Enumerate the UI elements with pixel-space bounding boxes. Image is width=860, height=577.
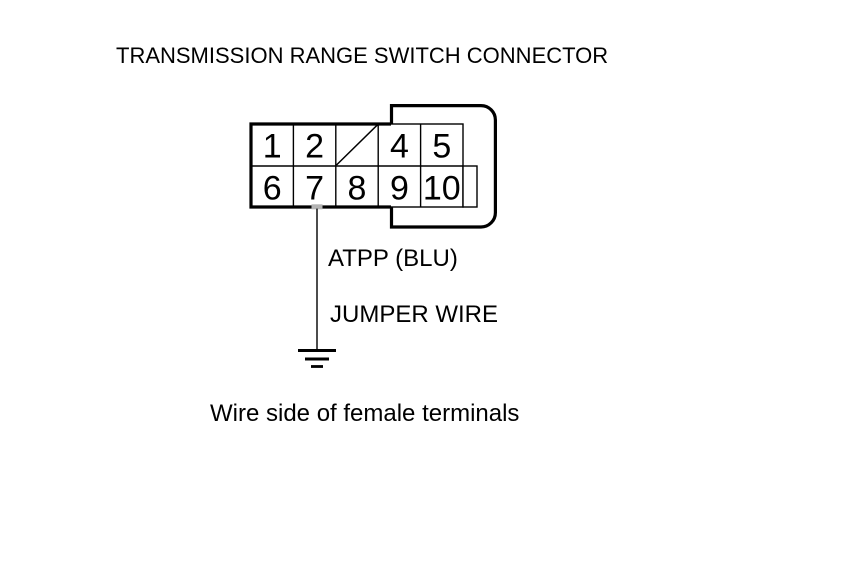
pin-8-label: 8 (348, 170, 367, 208)
ground-icon (298, 349, 336, 368)
pin-2-label: 2 (305, 128, 324, 166)
empty-cavity-slash-icon (335, 124, 379, 166)
pin-1-label: 1 (263, 128, 282, 166)
wire-signal-label: ATPP (BLU) (328, 245, 458, 272)
pin-6-label: 6 (263, 170, 282, 208)
caption-text: Wire side of female terminals (210, 400, 519, 427)
pin-4-label: 4 (390, 128, 409, 166)
jumper-wire-label: JUMPER WIRE (330, 301, 498, 328)
pin-7-label: 7 (305, 170, 324, 208)
pin-5-label: 5 (432, 128, 451, 166)
pin-10-label: 10 (423, 170, 461, 208)
pin-grid-end-cavity (462, 165, 478, 208)
pin-9-label: 9 (390, 170, 409, 208)
diagram-title: TRANSMISSION RANGE SWITCH CONNECTOR (116, 43, 608, 68)
terminal-connection-marker (311, 204, 323, 210)
pin-grid: 1 2 4 5 6 7 8 9 10 (249, 122, 478, 209)
